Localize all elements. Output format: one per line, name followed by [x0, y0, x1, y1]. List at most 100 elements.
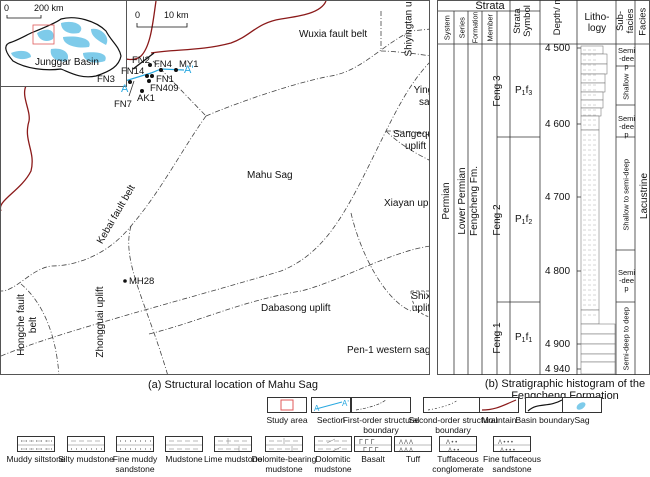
legend-muddy-siltstone-label: Muddy siltstone: [6, 454, 66, 464]
well-label-fn3: FN3: [97, 74, 115, 85]
svg-text:Γ Γ Γ: Γ Γ Γ: [363, 447, 379, 452]
svg-text:Λ • •: Λ • •: [448, 448, 459, 452]
well-label-fn1: FN1: [156, 74, 174, 85]
study-area-box: [32, 24, 55, 45]
legend-fine-tuffaceous-sandstone-label: Fine tuffaceous sandstone: [483, 454, 541, 474]
subfacies-shallow-to-semi-deep: Shallow to semi-deep: [621, 158, 631, 231]
legend-mountain: Mountain: [449, 397, 549, 426]
header-series: Series: [457, 17, 467, 39]
depth-4900: 4 900: [545, 339, 571, 350]
subfacies-semi-deep-2: Semi-deep: [617, 114, 636, 139]
structural-map: 0 200 km Junggar Basin 0 10 km Wuxia fau…: [0, 0, 430, 375]
member-feng3: Feng 3: [492, 75, 503, 107]
label-pen1-western-sag: Pen-1 western sag: [347, 345, 430, 356]
inset-map: 0 200 km Junggar Basin: [1, 1, 127, 87]
basin-boundary-line: [132, 52, 155, 70]
lithology-column: [580, 45, 616, 375]
symbol-p1f3: P1f3: [515, 85, 533, 98]
well-label-ak1: AK1: [137, 93, 155, 104]
legend-fine-muddy-sandstone-symbol: [116, 436, 154, 452]
legend-fine-muddy-sandstone-label: Fine muddy sandstone: [112, 454, 158, 474]
symbol-p1f1: P1f1: [515, 332, 533, 345]
well-label-fn2: FN2: [132, 55, 150, 66]
legend-second-order-label: Second-order structural boundary: [408, 415, 498, 435]
subfacies-shallow: Shallow: [621, 73, 631, 100]
legend-basalt-label: Basalt: [361, 454, 385, 464]
legend-first-order: First-order structural boundary: [331, 397, 431, 436]
header-strata-symbol: Strata Symbol: [512, 5, 533, 37]
header-member: Member: [485, 14, 495, 42]
header-depth: Depth/ m: [552, 0, 563, 36]
depth-4700: 4 700: [545, 192, 571, 203]
legend-study-area-symbol: [267, 397, 307, 413]
label-xiayan-uplift: Xiayan uplift: [384, 198, 430, 209]
svg-text:Λ Λ Λ: Λ Λ Λ: [399, 440, 413, 446]
label-sangequan-uplift: Sangequan uplift: [393, 129, 429, 152]
svg-text:Λ • • •: Λ • • •: [500, 448, 515, 452]
header-formation: Formation: [472, 11, 480, 44]
series-lower-permian: Lower Permian: [457, 167, 468, 235]
svg-text:Λ Λ Λ: Λ Λ Λ: [399, 448, 413, 452]
header-strata: Strata: [475, 0, 505, 12]
legend-tuff: Λ Λ Λ Λ Λ Λ Tuff: [378, 436, 448, 465]
junggar-basin-label: Junggar Basin: [35, 57, 99, 68]
legend-silty-mudstone-label: Silty mudstone: [58, 454, 114, 464]
depth-4940: 4 940: [545, 364, 571, 375]
system-permian: Permian: [441, 182, 452, 220]
legend-dolomitic-mudstone-label: Dolomitic mudstone: [314, 454, 352, 474]
legend-first-order-label: First-order structural boundary: [342, 415, 420, 435]
header-subfacies: Sub- facies: [615, 8, 636, 34]
legend-fine-muddy-sandstone: Fine muddy sandstone: [100, 436, 170, 475]
legend-first-order-symbol: [351, 397, 411, 413]
header-system: System: [442, 15, 452, 41]
section-label-a: A: [121, 83, 129, 95]
legend-sag-symbol: [562, 397, 602, 413]
legend-study-area-label: Study area: [266, 415, 308, 425]
well-label-fn409: FN409: [150, 83, 179, 94]
strat-caption-line1: (b) Stratigraphic histogram of the: [484, 378, 646, 390]
legend-basin-boundary-label: Basin boundary: [515, 415, 575, 425]
well-label-my1: MY1: [179, 59, 199, 70]
legend-tuff-label: Tuff: [405, 454, 421, 464]
legend-mountain-symbol: [479, 397, 519, 413]
facies-lacustrine: Lacustrine: [639, 172, 650, 220]
label-dabasong-uplift: Dabasong uplift: [261, 303, 331, 314]
inset-scale-zero: 0: [4, 3, 10, 13]
depth-4600: 4 600: [545, 119, 571, 130]
legend-section-label: Section: [316, 415, 346, 425]
legend-mountain-label: Mountain: [481, 415, 517, 425]
label-mahu-sag: Mahu Sag: [247, 170, 293, 181]
section-line: [124, 68, 185, 82]
stratigraphic-column: Strata System Series Formation Member St…: [437, 0, 650, 375]
subfacies-semi-deep-3: Semi-deep: [617, 268, 636, 293]
scale-bar: [136, 23, 188, 28]
subfacies-semi-deep-1: Semi-deep: [617, 46, 636, 71]
label-zhongguai-uplift: Zhongguai uplift: [95, 286, 106, 358]
subfacies-semi-deep-to-deep: Semi-deep to deep: [621, 307, 631, 371]
scale-zero: 0: [135, 10, 141, 20]
label-wuxia-fault-belt: Wuxia fault belt: [299, 29, 368, 40]
legend-fine-tuffaceous-sandstone-symbol: Λ • • •Λ • • •: [493, 436, 531, 452]
symbol-p1f2: P1f2: [515, 214, 533, 227]
header-facies: Facies: [637, 7, 649, 36]
inset-scale-label: 200 km: [34, 3, 64, 13]
legend-muddy-siltstone: Muddy siltstone: [1, 436, 71, 465]
well-label-fn4: FN4: [154, 59, 172, 70]
section-label-a-prime: A': [184, 64, 194, 76]
legend-sag: Sag: [532, 397, 632, 426]
legend-silty-mudstone-symbol: [67, 436, 105, 452]
legend-mudstone-label: Mudstone: [165, 454, 203, 464]
legend-silty-mudstone: Silty mudstone: [51, 436, 121, 465]
label-hongche-fault-belt: Hongche fault belt: [16, 294, 39, 356]
scale-label: 10 km: [164, 10, 189, 20]
junggar-basin-outline: [5, 15, 122, 78]
legend-lime-mudstone-symbol: [214, 436, 252, 452]
label-shiyingtan-uplift: Shiyingtan uplift: [403, 0, 415, 57]
formation-fengcheng: Fengcheng Fm.: [469, 165, 480, 237]
well-label-fn14: FN14: [121, 66, 145, 77]
legend-tuffaceous-conglomerate: Λ • •Λ • •Tuffaceous conglomerate: [423, 436, 493, 475]
depth-4800: 4 800: [545, 266, 571, 277]
member-feng1: Feng 1: [492, 322, 503, 354]
